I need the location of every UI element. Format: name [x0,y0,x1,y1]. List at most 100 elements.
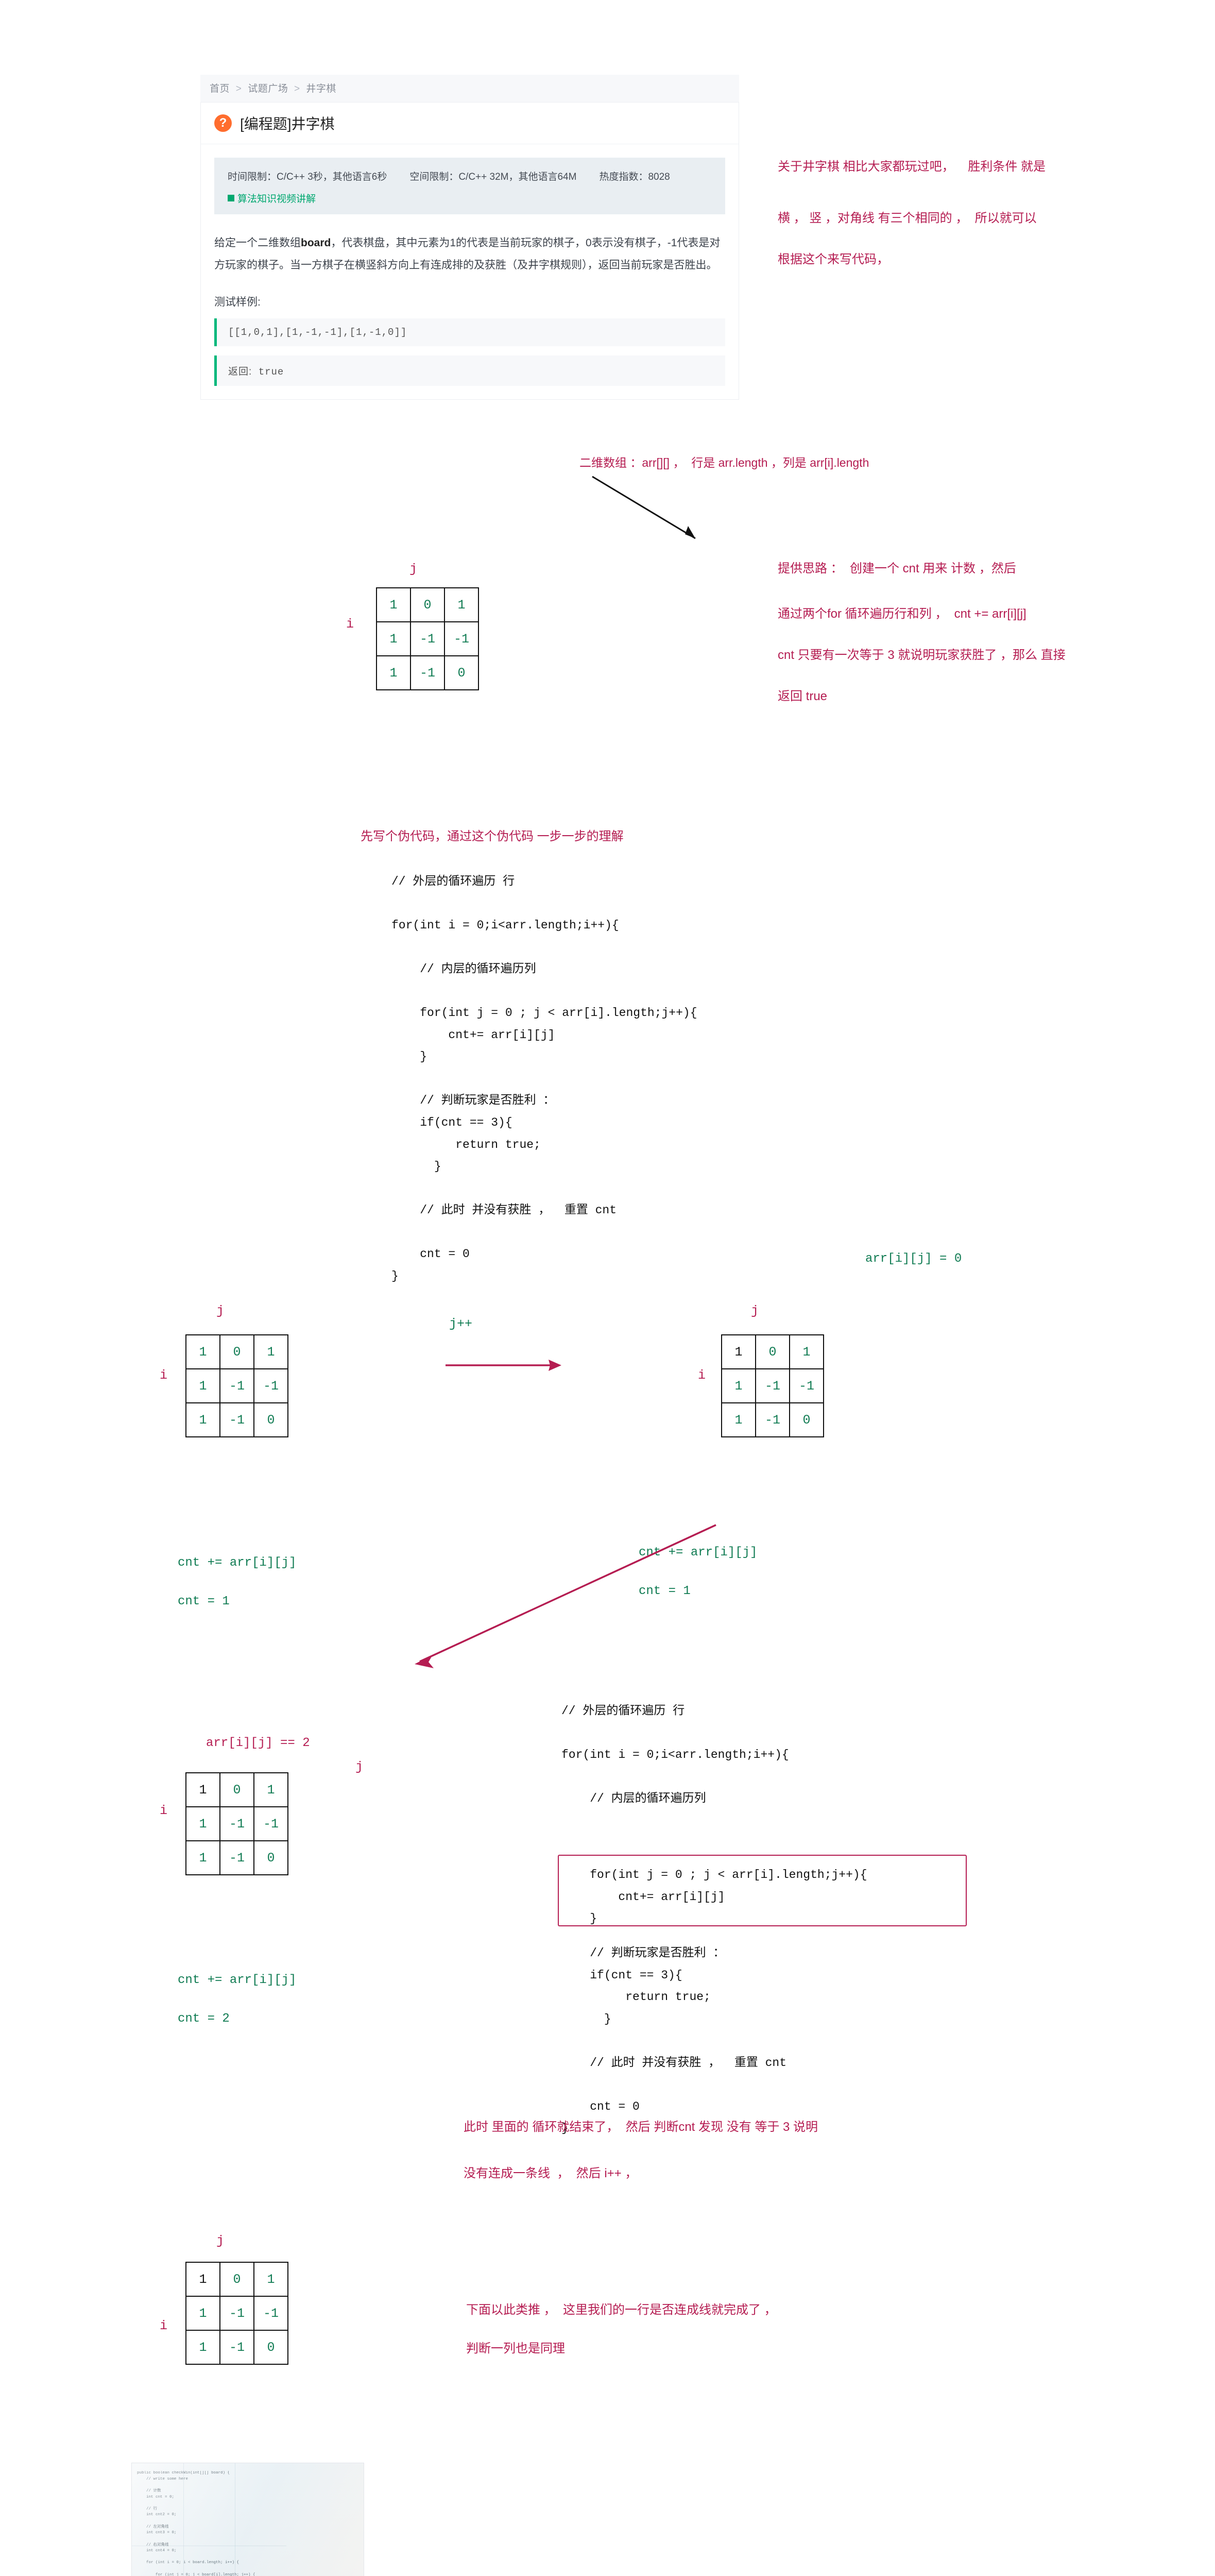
cell-1-2: -1 [444,621,479,656]
cell-2-0: 1 [376,655,411,690]
cell-1-0: 1 [185,2296,220,2331]
arrow-j-increment [446,1360,561,1371]
annotation-intro-line-2: 横 ， 竖 ，对角线 有三个相同的 ， 所以就可以 [778,211,1037,225]
inner-loop-highlight-box [558,1855,967,1926]
breadcrumb-separator-2: > [294,83,300,94]
annotation-conclusion-1: 下面以此类推 ， 这里我们的一行是否连成线就完成了 ， [466,2303,777,2317]
cell-2-0: 1 [185,1840,220,1875]
annotation-intro-line-3: 根据这个来写代码， [778,252,889,266]
cell-1-2: -1 [253,1368,288,1403]
ide-screenshot: public boolean checkWin(int[][] board) {… [131,2463,364,2576]
cell-1-2: -1 [253,1806,288,1841]
arrow-to-grid-1 [592,476,696,539]
cell-0-2: 1 [253,1334,288,1369]
cell-2-2: 0 [789,1402,824,1437]
annotation-after-loop-1: 此时 里面的 循环就结束了， 然后 判断cnt 发现 没有 等于 3 说明 [464,2120,818,2134]
annotation-idea-line-1: 提供思路 ： 创建一个 cnt 用来 计数 ，然后 [778,562,1016,575]
problem-body: 时间限制：C/C++ 3秒，其他语言6秒 空间限制：C/C++ 32M，其他语言… [201,144,739,399]
question-mark-icon: ? [214,114,232,132]
grid3-col-label: j [751,1303,759,1318]
annotation-intro-line-1: 关于井字棋 相比大家都玩过吧， 胜利条件 就是 [778,160,1046,174]
space-limit: 空间限制：C/C++ 32M，其他语言64M [409,172,577,182]
grid1-row-label: i [346,617,354,632]
cell-0-2: 1 [789,1334,824,1369]
table-row: 1 -1 0 [185,1402,288,1437]
cell-2-2: 0 [253,1840,288,1875]
cell-0-2: 1 [253,1772,288,1807]
limits-bar: 时间限制：C/C++ 3秒，其他语言6秒 空间限制：C/C++ 32M，其他语言… [214,158,725,214]
heat-index: 热度指数：8028 [599,172,670,182]
breadcrumb-home[interactable]: 首页 [210,83,230,94]
sample-output: 返回: true [214,355,725,386]
cell-0-1: 0 [755,1334,790,1369]
annotation-g3-cnt-value: cnt = 2 [178,2012,230,2026]
cell-0-0: 1 [721,1334,756,1369]
arrow-next-step [415,1524,716,1668]
problem-card: ? [编程题]井字棋 时间限制：C/C++ 3秒，其他语言6秒 空间限制：C/C… [200,102,739,400]
grid2-row-label: i [160,1368,168,1383]
cell-0-0: 1 [185,1772,220,1807]
annotation-idea-line-2: 通过两个for 循环遍历行和列 ， cnt += arr[i][j] [778,607,1026,621]
annotation-conclusion-2: 判断一列也是同理 [466,2342,565,2355]
cell-0-0: 1 [185,1334,220,1369]
cell-1-1: -1 [410,621,445,656]
cell-0-1: 0 [219,2262,254,2297]
annotation-idea-line-3: cnt 只要有一次等于 3 就说明玩家获胜了 ，那么 直接 [778,648,1066,662]
cell-0-1: 0 [219,1334,254,1369]
video-lecture-link[interactable]: 算法知识视频讲解 [228,191,712,205]
breadcrumb: 首页 > 试题广场 > 井字棋 [200,75,739,102]
matrix-grid-2: 1 0 1 1 -1 -1 1 -1 0 [185,1334,288,1437]
pseudocode-block-2-tail: // 判断玩家是否胜利 ： if(cnt == 3){ return true;… [561,1946,787,2136]
cell-0-0: 1 [376,587,411,622]
cell-0-0: 1 [185,2262,220,2297]
annotation-grid2-value: arr[i][j] = 0 [865,1252,962,1266]
sample-label: 测试样例: [214,296,261,309]
desc-part-1: 给定一个二维数组 [214,237,301,249]
annotation-array-dims: 二维数组 ：arr[][] ， 行是 arr.length ，列是 arr[i]… [579,456,869,469]
cell-0-2: 1 [444,587,479,622]
cell-2-1: -1 [219,2330,254,2365]
annotation-g2-cnt-value: cnt = 1 [639,1584,691,1598]
cell-2-1: -1 [219,1402,254,1437]
video-lecture-label: 算法知识视频讲解 [237,194,316,205]
oj-problem-card: 首页 > 试题广场 > 井字棋 ? [编程题]井字棋 时间限制：C/C++ 3秒… [200,75,739,400]
grid1-col-label: j [409,562,418,577]
cell-1-2: -1 [789,1368,824,1403]
cell-1-0: 1 [721,1368,756,1403]
pseudocode-block-2-boxed: for(int j = 0 ; j < arr[i].length;j++){ … [590,1868,867,1926]
ide-code: public boolean checkWin(int[][] board) {… [137,2471,255,2576]
cell-2-1: -1 [755,1402,790,1437]
table-row: 1 -1 -1 [185,2296,288,2331]
matrix-grid-1: 1 0 1 1 -1 -1 1 -1 0 [376,587,479,690]
grid4-col-label: j [355,1759,364,1774]
cell-1-2: -1 [253,2296,288,2331]
grid4-row-label: i [160,1803,168,1818]
table-row: 1 -1 -1 [376,621,479,656]
table-row: 1 0 1 [376,587,479,622]
annotation-after-loop-2: 没有连成一条线 ， 然后 i++ ， [464,2166,638,2180]
cell-1-1: -1 [219,1368,254,1403]
table-row: 1 -1 -1 [185,1806,288,1841]
video-icon [228,195,234,201]
cell-2-1: -1 [410,655,445,690]
annotation-idea-line-4: 返回 true [778,689,828,703]
matrix-grid-4: 1 0 1 1 -1 -1 1 -1 0 [185,1772,288,1875]
problem-description: 给定一个二维数组board，代表棋盘，其中元素为1的代表是当前玩家的棋子，0表示… [214,232,725,276]
cell-0-1: 0 [410,587,445,622]
cell-1-0: 1 [376,621,411,656]
cell-0-2: 1 [253,2262,288,2297]
breadcrumb-separator-1: > [235,83,242,94]
cell-1-1: -1 [219,2296,254,2331]
cell-2-2: 0 [253,2330,288,2365]
table-row: 1 0 1 [185,1772,288,1807]
cell-1-0: 1 [185,1368,220,1403]
cell-2-2: 0 [253,1402,288,1437]
table-row: 1 -1 0 [721,1402,824,1437]
annotation-g1-cnt-expr: cnt += arr[i][j] [178,1556,297,1570]
desc-part-2: ，代表棋盘，其中元素为1的代表是当前玩家的棋子，0表示没有棋子，-1代表是对方玩… [214,237,721,272]
annotation-g3-cnt-expr: cnt += arr[i][j] [178,1973,297,1987]
grid3-row-label: i [698,1368,706,1383]
sample-input: [[1,0,1],[1,-1,-1],[1,-1,0]] [214,318,725,347]
breadcrumb-problemset[interactable]: 试题广场 [248,83,288,94]
